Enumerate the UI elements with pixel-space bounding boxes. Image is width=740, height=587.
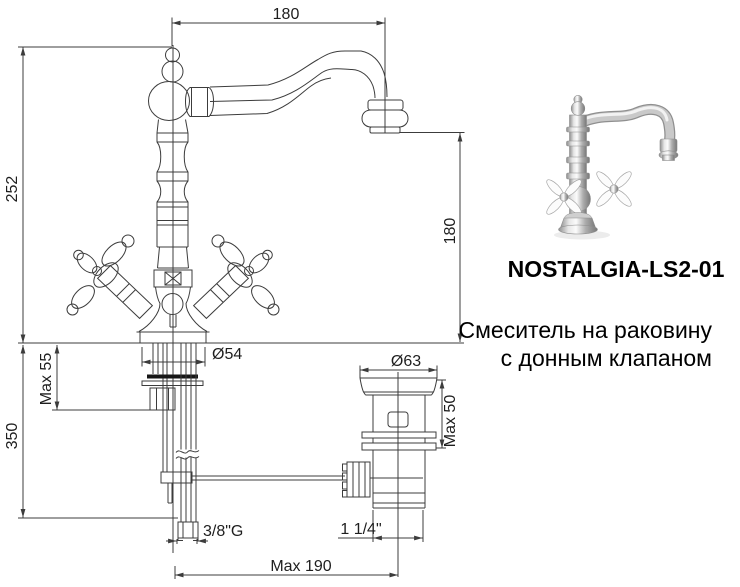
product-photo (520, 75, 710, 255)
dim-label-supply-thread: 3/8"G (203, 523, 243, 540)
temperature-index-box (164, 271, 182, 286)
rubber-washer (147, 374, 198, 379)
right-handle-lobe-ne (248, 252, 270, 274)
mixer-block (153, 269, 193, 288)
drain-body (372, 450, 426, 509)
spout-lower-edge (209, 77, 332, 116)
dim-label-supply-length: 350 (4, 423, 21, 450)
left-handle-escutcheon (93, 262, 119, 288)
horizontal-rod (192, 475, 345, 481)
product-description: Смеситель на раковину с донным клапаном (430, 316, 712, 372)
product-model: NOSTALGIA-LS2-01 (507, 256, 725, 282)
right-handle-lobe-nw (219, 241, 245, 267)
supply-nut (177, 521, 199, 539)
drain-washer-1 (361, 431, 437, 439)
drain-valve-view (342, 372, 438, 577)
dim-label-max-deck: Max 55 (38, 353, 55, 406)
spout-outlet-bulge (361, 109, 409, 128)
mounting-nut (149, 387, 176, 411)
left-cross-handle (66, 234, 154, 320)
popup-rod-lower (167, 483, 173, 504)
rod-clamp (160, 471, 193, 484)
supply-hoses-lower (180, 457, 197, 522)
faucet-undercounter (141, 343, 345, 553)
valve-upper-block (157, 246, 189, 269)
left-handle-lobe-nw (76, 252, 98, 274)
column-left-side (156, 133, 162, 247)
right-handle-lobe-se (251, 285, 275, 309)
description-line-1: Смеситель на раковину (458, 317, 712, 343)
popup-knob (161, 293, 184, 315)
drain-flange (359, 377, 438, 396)
left-handle-lobe-sw (71, 285, 95, 309)
spout-outer-edge (209, 50, 388, 98)
dim-label-drain-diameter: Ø63 (391, 353, 421, 370)
dim-label-drain-depth: Max 50 (442, 395, 459, 448)
drain-neck (372, 395, 426, 432)
right-handle-hub (244, 266, 254, 276)
faucet-front-view (136, 45, 409, 343)
left-handle-hub (92, 266, 102, 276)
body-right-flare (185, 286, 208, 332)
spout-head (148, 81, 190, 121)
spout-collar (184, 87, 215, 117)
dim-label-base-diameter: Ø54 (212, 346, 242, 363)
spout-inner-edge (209, 68, 376, 102)
body-left-flare (138, 286, 161, 332)
dim-label-drain-thread: 1 1/4" (340, 521, 381, 538)
left-handle-lobe-ne (101, 241, 127, 267)
overflow-window (387, 411, 409, 428)
column-right-side (183, 133, 189, 247)
right-handle-stem (192, 264, 250, 320)
photo-right-handle (596, 171, 632, 207)
description-line-2: с донным клапаном (500, 345, 712, 371)
photo-left-handle (546, 179, 582, 215)
dim-label-spout-height: 180 (442, 218, 459, 245)
right-cross-handle (192, 234, 280, 320)
dim-label-spout-reach: 180 (273, 6, 300, 23)
dim-label-total-height: 252 (4, 176, 21, 203)
base-plinth (136, 331, 210, 343)
mounting-plate (141, 380, 204, 386)
supply-hoses-upper (180, 343, 197, 450)
dim-label-rod-reach: Max 190 (270, 558, 331, 575)
left-handle-stem (96, 264, 154, 320)
temperature-index-cross (164, 271, 182, 286)
photo-outlet (659, 138, 678, 153)
break-symbol (175, 450, 200, 454)
dimension-lines (18, 17, 465, 579)
product-photo-image (546, 94, 679, 240)
popup-knob-pin (169, 314, 177, 328)
drain-washer-2 (361, 442, 437, 451)
right-handle-escutcheon (227, 262, 253, 288)
finial-top-ball (165, 47, 180, 63)
